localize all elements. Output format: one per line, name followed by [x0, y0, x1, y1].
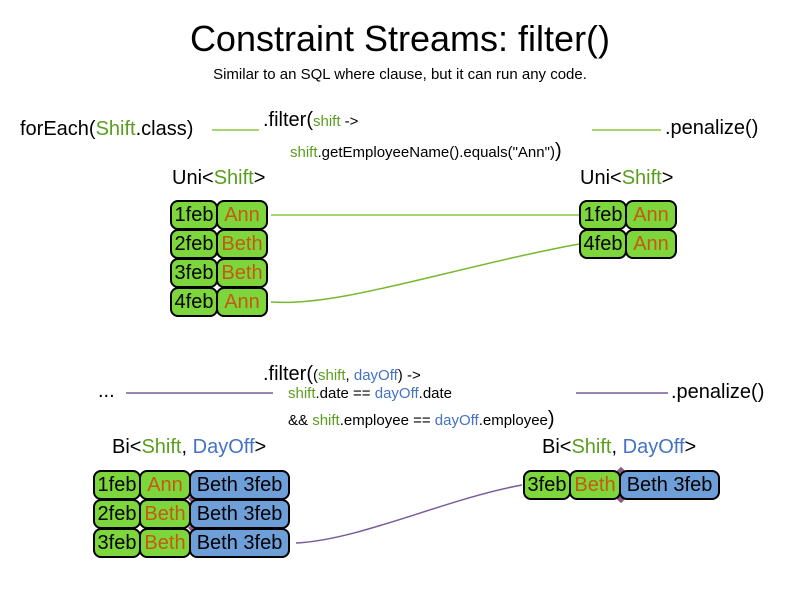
shift-date-cell: 3feb [93, 528, 141, 558]
shift-employee-cell: Beth [569, 470, 621, 500]
filter1-body: shift.getEmployeeName().equals("Ann")) [290, 140, 562, 163]
uni-output-table: 1feb Ann 4feb Ann [579, 200, 677, 259]
shift-employee-cell: Beth [139, 528, 191, 558]
table-row: 3feb Beth Beth 3feb [523, 470, 720, 500]
uni-input-table: 1feb Ann 2feb Beth 3feb Beth 4feb Ann [170, 200, 268, 317]
filter2-param1: shift [318, 367, 346, 384]
dayoff-cell: Beth 3feb [189, 528, 290, 558]
foreach-call: forEach(Shift.class) [20, 118, 193, 141]
green-mapping-curve-4feb [270, 243, 580, 304]
expr-text: .employee [478, 412, 548, 429]
table-row: 1feb Ann [170, 200, 268, 230]
table-row: 3feb Beth Beth 3feb [93, 528, 290, 558]
shift-date-cell: 3feb [170, 258, 218, 288]
shift-employee-cell: Beth [216, 229, 268, 259]
shift-date-cell: 2feb [93, 499, 141, 529]
shift-type-token: Shift [141, 436, 182, 458]
expr-text: .date [418, 385, 453, 402]
filter2-arrow: ) -> [397, 367, 421, 384]
dayoff-cell: Beth 3feb [189, 499, 290, 529]
uni-prefix: Uni< [580, 167, 622, 189]
foreach-prefix: forEach( [20, 118, 96, 140]
expr-text: .date == [315, 385, 375, 402]
table-row: 4feb Ann [579, 229, 677, 259]
bi-comma: , [181, 436, 193, 458]
shift-employee-cell: Ann [216, 200, 268, 230]
shift-date-cell: 1feb [579, 200, 627, 230]
stream2-source-ellipsis: ... [98, 380, 115, 402]
shift-employee-cell: Ann [625, 200, 677, 230]
bi-suffix: > [684, 436, 697, 458]
table-row: 3feb Beth [170, 258, 268, 288]
filter1-body-expr: .getEmployeeName().equals("Ann") [317, 144, 555, 161]
filter2-comma: , [345, 367, 354, 384]
filter2-param2: dayOff [353, 367, 398, 384]
filter1-fn: .filter( [263, 109, 313, 131]
filter2-close-paren: ) [547, 408, 555, 430]
bi-suffix: > [254, 436, 267, 458]
dayoff-var-token: dayOff [374, 385, 419, 402]
table-row: 1feb Ann Beth 3feb [93, 470, 290, 500]
shift-type-token: Shift [213, 167, 254, 189]
penalize1-call: .penalize() [665, 117, 759, 139]
shift-date-cell: 4feb [579, 229, 627, 259]
filter2-body-line2: && shift.employee == dayOff.employee) [288, 408, 555, 431]
filter2-body-line1: shift.date == dayOff.date [288, 385, 452, 402]
shift-employee-cell: Ann [139, 470, 191, 500]
shift-employee-cell: Ann [216, 287, 268, 317]
filter1-arrow: -> [340, 113, 359, 130]
dayoff-cell: Beth 3feb [189, 470, 290, 500]
filter1-param: shift [313, 113, 341, 130]
uni-suffix: > [253, 167, 266, 189]
shift-type-token: Shift [621, 167, 662, 189]
table-row: 4feb Ann [170, 287, 268, 317]
bi-input-header: Bi<Shift, DayOff> [112, 436, 266, 459]
shift-date-cell: 3feb [523, 470, 571, 500]
filter1-body-var: shift [290, 144, 318, 161]
dayoff-type-token: DayOff [192, 436, 255, 458]
table-row: 2feb Beth Beth 3feb [93, 499, 290, 529]
dayoff-cell: Beth 3feb [619, 470, 720, 500]
filter2-fn: .filter( [263, 363, 313, 385]
filter1-close-paren: ) [554, 140, 562, 162]
table-row: 2feb Beth [170, 229, 268, 259]
foreach-suffix: .class) [135, 118, 194, 140]
table-row: 1feb Ann [579, 200, 677, 230]
shift-employee-cell: Ann [625, 229, 677, 259]
dayoff-type-token: DayOff [622, 436, 685, 458]
bi-input-table: 1feb Ann Beth 3feb 2feb Beth Beth 3feb 3… [93, 470, 290, 558]
dayoff-var-token: dayOff [434, 412, 479, 429]
bi-output-table: 3feb Beth Beth 3feb [523, 470, 720, 500]
uni-suffix: > [661, 167, 674, 189]
shift-employee-cell: Beth [216, 258, 268, 288]
filter2-signature: .filter((shift, dayOff) -> [263, 363, 421, 386]
shift-employee-cell: Beth [139, 499, 191, 529]
uni-prefix: Uni< [172, 167, 214, 189]
shift-date-cell: 4feb [170, 287, 218, 317]
penalize2-call: .penalize() [671, 381, 765, 403]
shift-type-token: Shift [571, 436, 612, 458]
uni-output-header: Uni<Shift> [580, 167, 673, 190]
and-operator: && [288, 412, 313, 429]
filter2-open-paren: ( [313, 367, 318, 384]
bi-output-header: Bi<Shift, DayOff> [542, 436, 696, 459]
shift-date-cell: 1feb [170, 200, 218, 230]
shift-date-cell: 2feb [170, 229, 218, 259]
uni-input-header: Uni<Shift> [172, 167, 265, 190]
slide-title: Constraint Streams: filter() [189, 18, 611, 59]
slide-subtitle: Similar to an SQL where clause, but it c… [213, 66, 587, 83]
expr-text: .employee == [339, 412, 435, 429]
bi-prefix: Bi< [542, 436, 572, 458]
filter1-signature: .filter(shift -> [263, 109, 358, 132]
bi-prefix: Bi< [112, 436, 142, 458]
shift-var-token: shift [312, 412, 340, 429]
shift-var-token: shift [288, 385, 316, 402]
bi-comma: , [611, 436, 623, 458]
shift-class-token: Shift [95, 118, 136, 140]
shift-date-cell: 1feb [93, 470, 141, 500]
purple-mapping-curve-3feb [295, 484, 523, 544]
